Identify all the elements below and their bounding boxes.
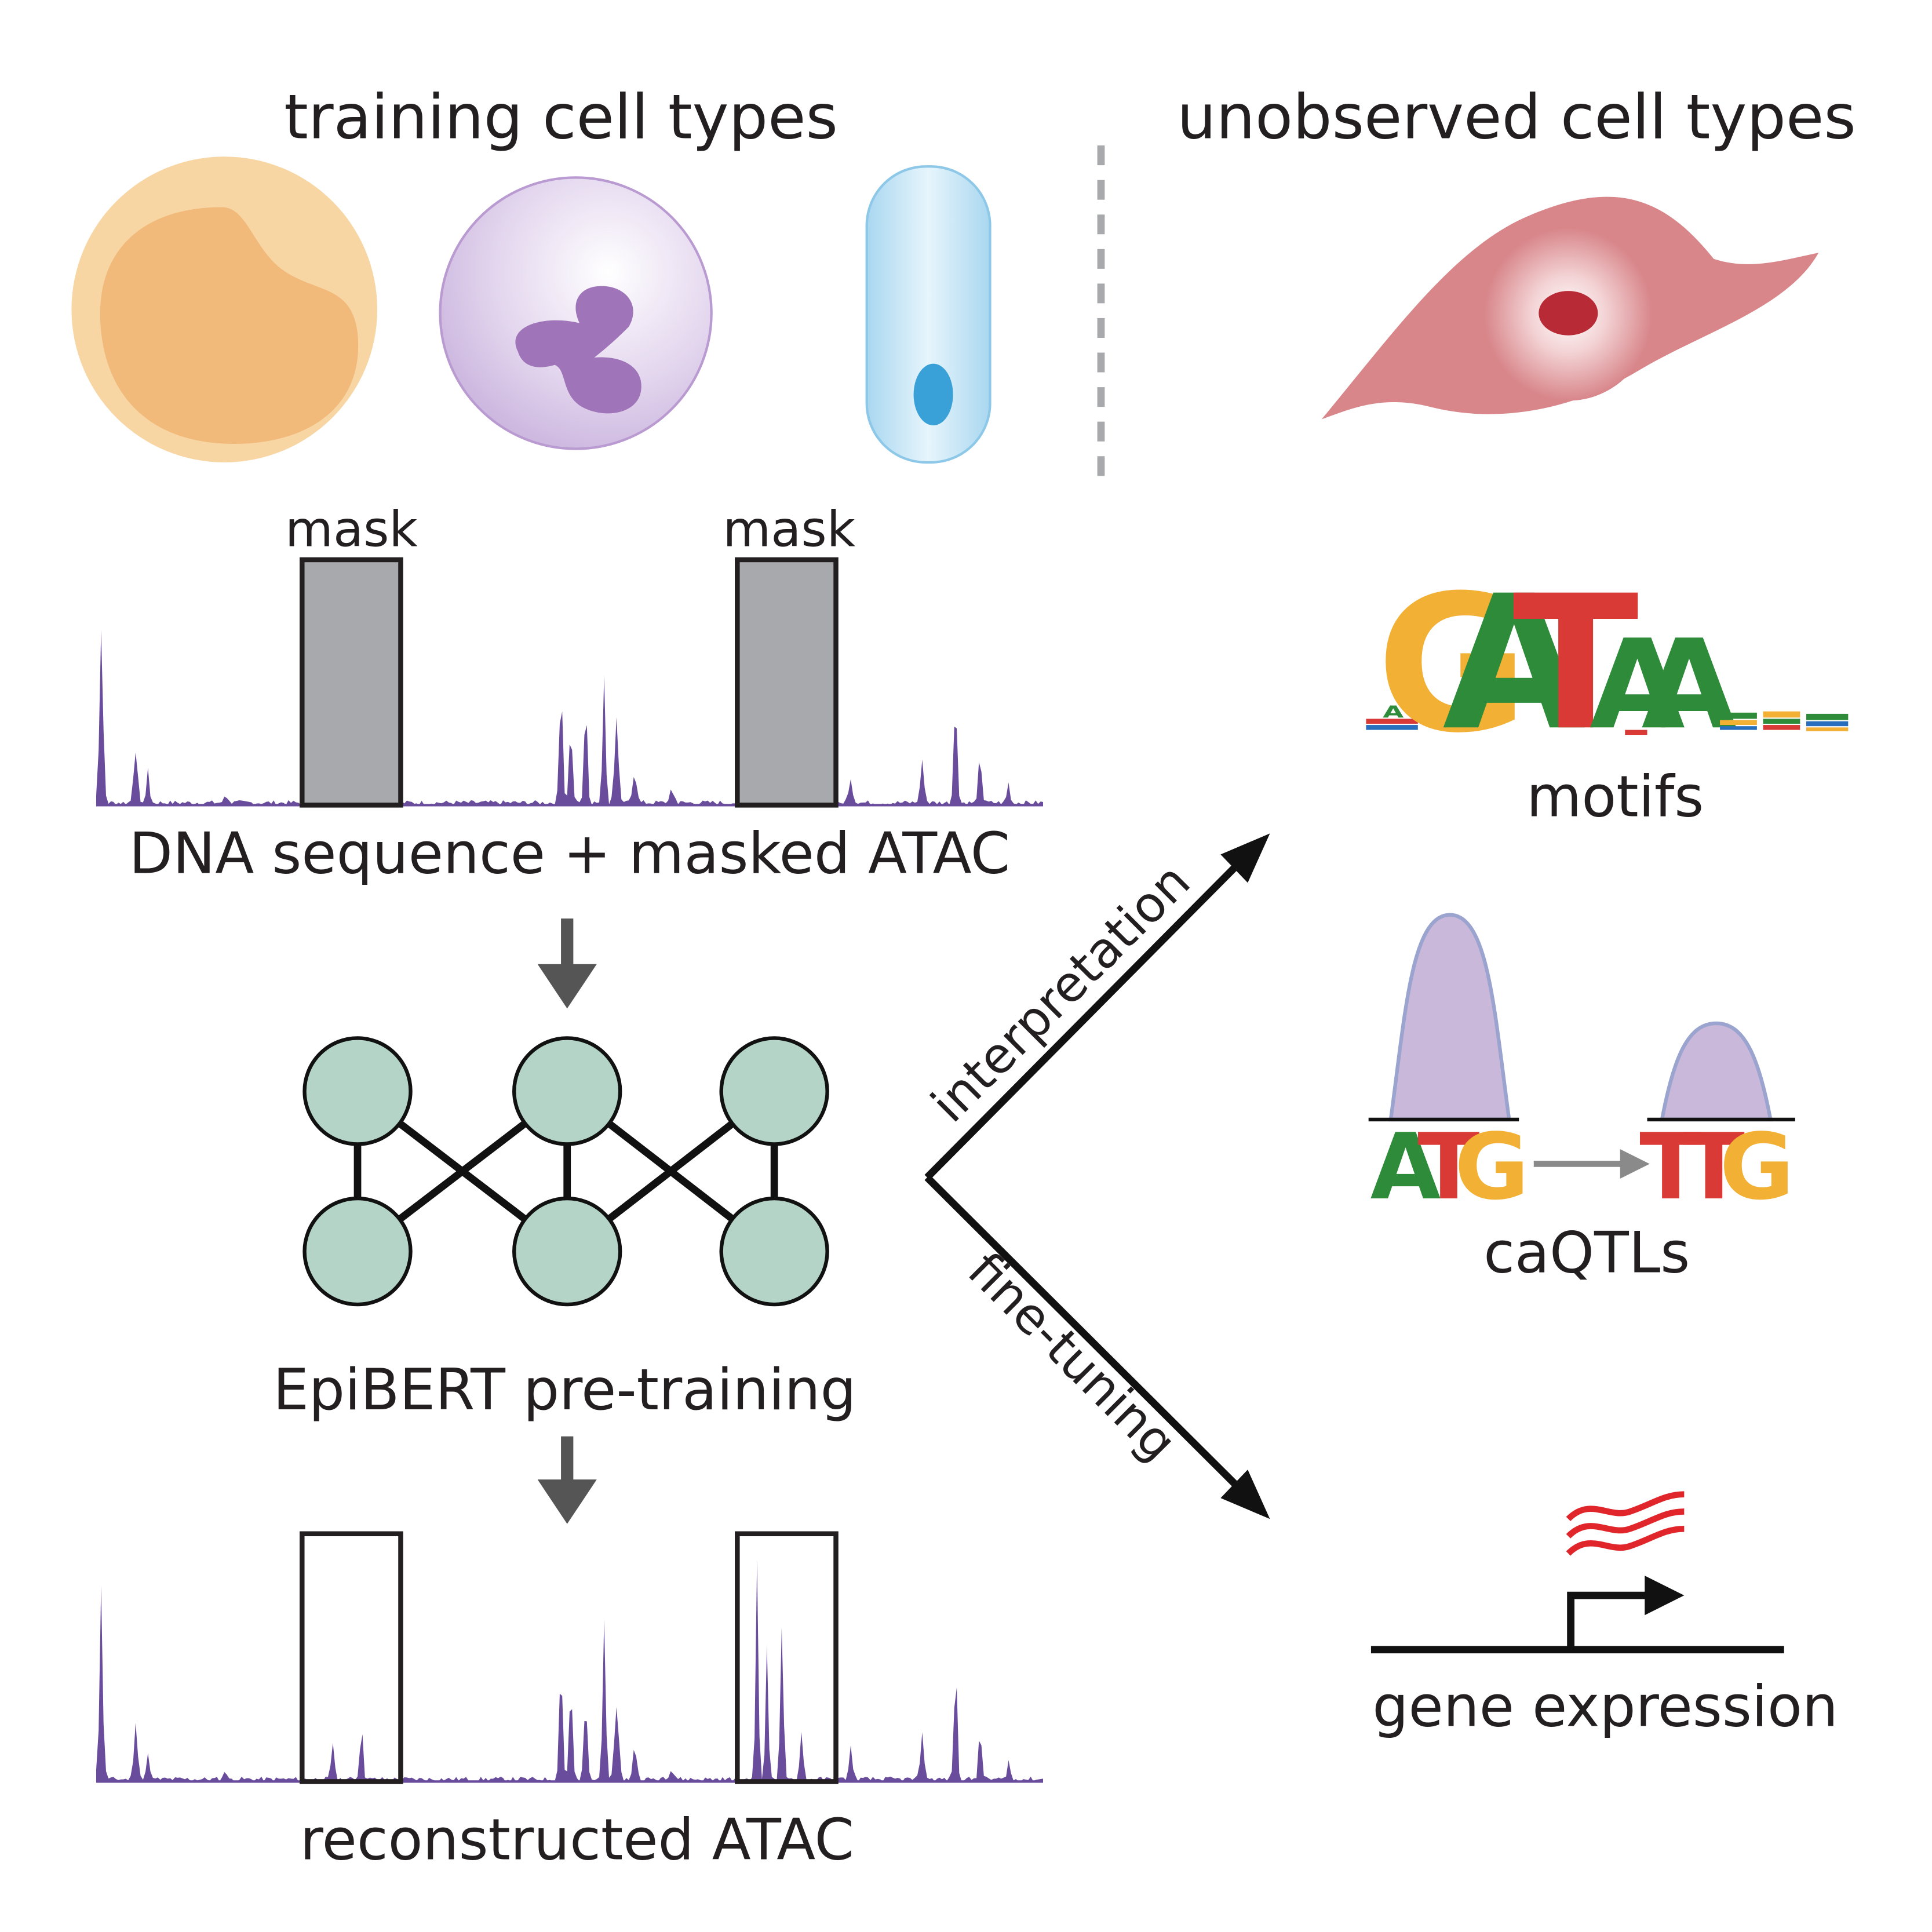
ref-allele-g: G: [1455, 1114, 1529, 1220]
down-arrow-1: [537, 918, 597, 1009]
caqtls-label: caQTLs: [1483, 1220, 1690, 1286]
network-node: [302, 1036, 413, 1146]
motif-logo-icon: A G A T A A: [1366, 555, 1849, 775]
unobserved-cell-types-title: unobserved cell types: [1177, 81, 1856, 153]
branch-arrows: [924, 833, 1270, 1519]
rna-transcripts-icon: [1566, 1491, 1685, 1556]
caqtl-icon: A T G T T G: [1368, 913, 1795, 1220]
mask-box-right: [735, 557, 839, 808]
gene-expression-icon: [1370, 1491, 1784, 1654]
reconstructed-atac-label: reconstructed ATAC: [300, 1807, 854, 1873]
network-node: [302, 1196, 413, 1307]
peak-high: [1388, 913, 1511, 1122]
reconstructed-atac-track: [96, 1531, 1043, 1784]
peak-low: [1660, 1021, 1773, 1122]
motif-letter-a3: A: [1642, 614, 1737, 757]
cell-epithelial-icon: [865, 165, 991, 464]
cell-lymphocyte-icon: [71, 156, 378, 462]
motif-small-right: [1625, 711, 1849, 735]
neural-network-icon: [302, 1036, 829, 1307]
training-cell-types-title: training cell types: [284, 81, 838, 153]
network-node: [512, 1196, 622, 1307]
network-node: [512, 1036, 622, 1146]
atac-signal-top: [96, 629, 1043, 805]
alt-allele-t1: T: [1639, 1114, 1701, 1220]
mask-label-right: mask: [723, 501, 855, 559]
motifs-label: motifs: [1526, 764, 1704, 830]
reconstructed-box-left: [300, 1531, 403, 1784]
gene-expression-label: gene expression: [1372, 1674, 1838, 1740]
alt-allele-g: G: [1719, 1114, 1794, 1220]
mask-box-left: [300, 557, 403, 808]
masked-atac-track: mask mask: [96, 501, 1043, 808]
epibert-pretraining-label: EpiBERT pre-training: [273, 1357, 856, 1423]
down-arrow-2: [537, 1436, 597, 1524]
motif-letter-a1: A: [1442, 556, 1587, 771]
motif-letter-t: T: [1512, 556, 1639, 771]
dna-sequence-label: DNA sequence + masked ATAC: [129, 821, 1010, 887]
reconstructed-box-right: [735, 1531, 839, 1784]
motif-letter-g: G: [1376, 555, 1528, 775]
atac-signal-bottom: [96, 1559, 1043, 1782]
network-node: [719, 1196, 829, 1307]
ref-allele-t: T: [1417, 1114, 1479, 1220]
interpretation-label: interpretation: [921, 853, 1202, 1134]
svg-text:A: A: [1383, 703, 1404, 722]
motif-small-left: A: [1366, 703, 1418, 730]
alt-allele-t2: T: [1683, 1114, 1745, 1220]
ref-allele-a: A: [1370, 1114, 1441, 1220]
cell-fibroblast-icon: [1321, 196, 1819, 420]
fine-tuning-label: fine-tuning: [957, 1242, 1187, 1472]
mask-label-left: mask: [285, 501, 418, 559]
network-node: [719, 1036, 829, 1146]
cell-neutrophil-icon: [439, 176, 713, 450]
